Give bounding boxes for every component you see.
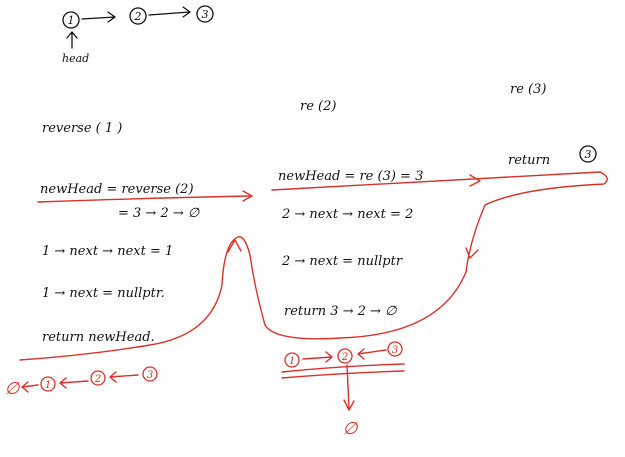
red-left-node-3: 3 xyxy=(147,370,153,381)
red-mid-node-1: 1 xyxy=(289,356,295,367)
return-3-node: 3 xyxy=(585,148,592,161)
node1-next-null: 1 → next = nullptr. xyxy=(42,286,165,301)
call-arrowhead-mid xyxy=(469,174,481,187)
newhead-re3: newHead = re (3) = 3 xyxy=(278,169,423,184)
top-node-2-circle xyxy=(129,7,147,25)
red-mid-down-arrow xyxy=(343,364,355,411)
top-node-2: 2 xyxy=(134,10,142,23)
top-node-1: 1 xyxy=(68,14,75,27)
red-left-node-2-circle xyxy=(90,370,106,386)
call-arrowhead-left xyxy=(242,190,253,202)
node2-next-next: 2 → next → next = 2 xyxy=(281,207,413,222)
top-node-1-circle xyxy=(62,11,80,29)
re-3-label: re (3) xyxy=(510,82,546,97)
red-left-node-1: 1 xyxy=(45,380,51,391)
equals-chain: = 3 → 2 → ∅ xyxy=(118,206,200,221)
call-arrow-left xyxy=(37,195,251,203)
red-chain-mid: 1 2 3 ∅ xyxy=(281,341,405,439)
return-arrowhead-left xyxy=(227,239,242,253)
red-left-arrow-3 xyxy=(109,371,139,383)
return-arrowhead-right xyxy=(465,247,479,259)
red-left-arrow-2 xyxy=(59,377,89,389)
red-left-node-3-circle xyxy=(142,366,158,382)
newhead-assign: newHead = reverse (2) xyxy=(40,182,194,197)
return-flow-curve xyxy=(19,171,608,361)
red-left-node-2: 2 xyxy=(94,374,101,385)
red-mid-underline-1 xyxy=(281,363,405,373)
red-mid-node-1-circle xyxy=(284,352,300,368)
red-mid-arrow-2 xyxy=(357,348,387,360)
top-arrow-2 xyxy=(148,6,191,18)
red-left-null: ∅ xyxy=(5,379,21,399)
node2-next-null: 2 → next = nullptr xyxy=(281,254,403,269)
red-mid-node-3-circle xyxy=(387,341,403,357)
head-up-arrow xyxy=(66,31,78,49)
return-3-text: return xyxy=(508,153,550,168)
top-linked-list: 1 2 3 head xyxy=(62,5,214,65)
return-chain: return 3 → 2 → ∅ xyxy=(284,304,397,319)
return-newhead: return newHead. xyxy=(42,330,155,345)
top-node-3-circle xyxy=(196,5,214,23)
red-mid-arrow-1 xyxy=(302,351,333,363)
red-chain-left: ∅ 1 2 3 xyxy=(5,366,158,399)
node1-next-next: 1 → next → next = 1 xyxy=(42,244,173,259)
call-arrow-mid xyxy=(271,171,601,191)
red-mid-null: ∅ xyxy=(343,419,359,439)
re-2-label: re (2) xyxy=(300,99,336,114)
top-node-3: 3 xyxy=(202,8,209,21)
top-arrow-1 xyxy=(81,11,116,23)
red-left-node-1-circle xyxy=(40,376,56,392)
red-mid-node-2-circle xyxy=(337,348,353,364)
red-mid-underline-2 xyxy=(281,370,405,379)
head-label: head xyxy=(62,52,89,65)
red-left-arrow-1 xyxy=(21,381,39,393)
red-mid-node-3: 3 xyxy=(392,345,398,356)
reverse-1-label: reverse ( 1 ) xyxy=(42,121,122,136)
return-3-circle xyxy=(579,145,597,163)
red-mid-node-2: 2 xyxy=(341,352,348,363)
